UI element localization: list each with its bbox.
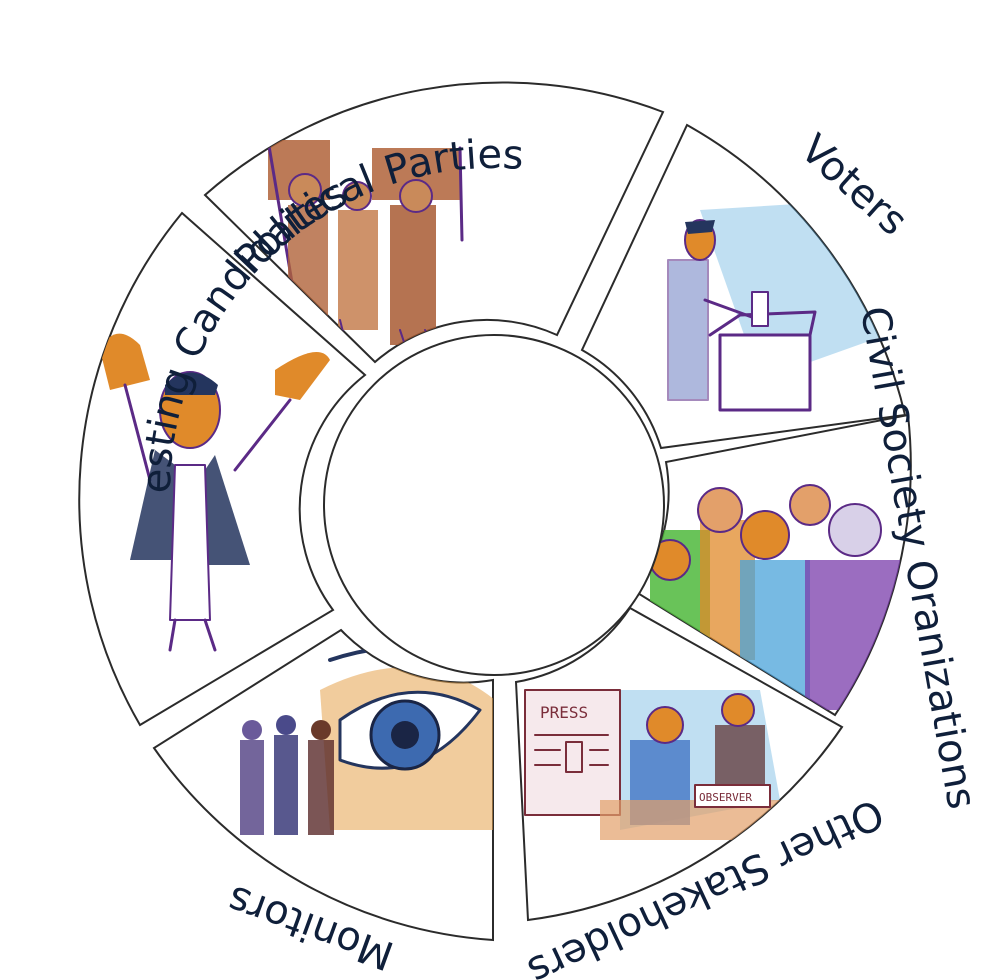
center-circle	[323, 334, 665, 676]
press-sign: PRESS	[540, 703, 588, 722]
segment-other-stakeholders: PRESS OBSERVER	[514, 606, 844, 922]
candidate-waving-illustration	[100, 333, 330, 652]
eye-observers-illustration	[240, 645, 493, 835]
segment-monitors	[152, 628, 494, 942]
press-observer-illustration: PRESS OBSERVER	[524, 689, 840, 840]
segment-voters-outline	[580, 123, 907, 450]
observer-sign: OBSERVER	[699, 791, 752, 804]
segment-contesting-candidates	[78, 211, 367, 727]
crowd-illustration	[649, 484, 900, 710]
